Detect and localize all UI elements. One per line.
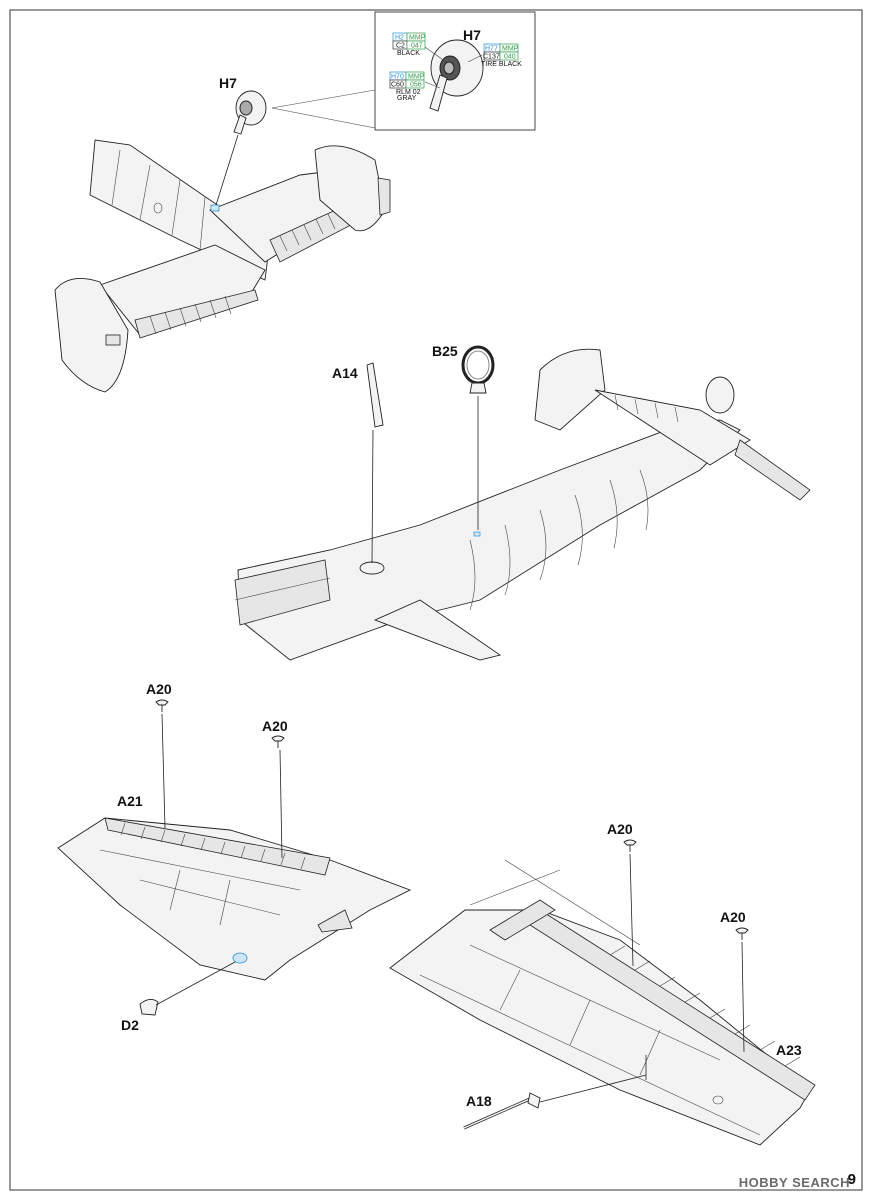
d2-part bbox=[139, 999, 159, 1016]
callout-b25: B25 bbox=[432, 343, 458, 359]
paint-h-code: H70 bbox=[391, 74, 404, 81]
paint-code-tire: H77 MMP C137 040 TIRE BLACK bbox=[481, 43, 522, 68]
callout-a20-2: A20 bbox=[262, 718, 288, 734]
paint-mmp-label: MMP bbox=[408, 74, 425, 81]
paint-code-rlm02: H70 MMP C60 056 RLM 02 GRAY bbox=[389, 71, 425, 102]
paint-mmp-label: MMP bbox=[502, 46, 519, 53]
inset-detail bbox=[271, 11, 536, 131]
b25-loop-antenna-part bbox=[461, 345, 495, 394]
paint-h-code: H77 bbox=[485, 46, 498, 53]
callout-a21: A21 bbox=[117, 793, 143, 809]
paint-name: BLACK bbox=[397, 50, 420, 57]
leader-d2 bbox=[155, 961, 236, 1006]
a18-pitot-part bbox=[463, 1092, 541, 1130]
leader-h7 bbox=[215, 134, 239, 206]
leader-a14 bbox=[371, 429, 374, 564]
watermark-logo: HOBBY SEARCH bbox=[738, 1175, 850, 1190]
callout-a20-4: A20 bbox=[720, 909, 746, 925]
a14-antenna-part bbox=[366, 362, 384, 428]
callout-a20-1: A20 bbox=[146, 681, 172, 697]
a20-part-1 bbox=[155, 699, 169, 712]
h7-tail-wheel-part bbox=[233, 90, 267, 135]
leader-a20-1 bbox=[161, 713, 166, 829]
page-number: 9 bbox=[847, 1171, 856, 1188]
tail-section-drawing bbox=[54, 139, 391, 393]
paint-mmp-code: 040 bbox=[504, 54, 516, 61]
paint-mmp-code: 047 bbox=[411, 43, 423, 50]
right-wing-drawing bbox=[389, 859, 816, 1146]
callout-a18: A18 bbox=[466, 1093, 492, 1109]
a20-part-3 bbox=[623, 839, 637, 852]
paint-name: GRAY bbox=[397, 95, 417, 102]
callout-d2: D2 bbox=[121, 1017, 139, 1033]
paint-mmp-label: MMP bbox=[409, 35, 426, 42]
a20-part-2 bbox=[271, 735, 285, 748]
paint-c-code: C137 bbox=[483, 54, 500, 61]
callout-a23: A23 bbox=[776, 1042, 802, 1058]
leader-a20-2 bbox=[279, 749, 283, 859]
paint-code-black: H2 MMP C2 047 BLACK bbox=[392, 32, 426, 57]
paint-name: TIRE BLACK bbox=[481, 61, 522, 68]
callout-a20-3: A20 bbox=[607, 821, 633, 837]
paint-name: RLM 02 bbox=[396, 89, 421, 96]
paint-c-code: C2 bbox=[396, 43, 405, 50]
left-wing-drawing bbox=[57, 817, 412, 981]
fuselage-drawing bbox=[234, 348, 811, 661]
page-frame bbox=[9, 9, 863, 1191]
leader-a20-4 bbox=[741, 941, 745, 1053]
callout-h7: H7 bbox=[219, 75, 237, 91]
leader-a20-3 bbox=[629, 853, 634, 967]
a20-part-4 bbox=[735, 927, 749, 940]
paint-h-code: H2 bbox=[395, 35, 404, 42]
callout-h7-inset: H7 bbox=[463, 27, 481, 43]
callout-a14: A14 bbox=[332, 365, 358, 381]
paint-c-code: C60 bbox=[391, 82, 404, 89]
paint-mmp-code: 056 bbox=[410, 82, 422, 89]
leader-a18 bbox=[539, 1074, 647, 1103]
